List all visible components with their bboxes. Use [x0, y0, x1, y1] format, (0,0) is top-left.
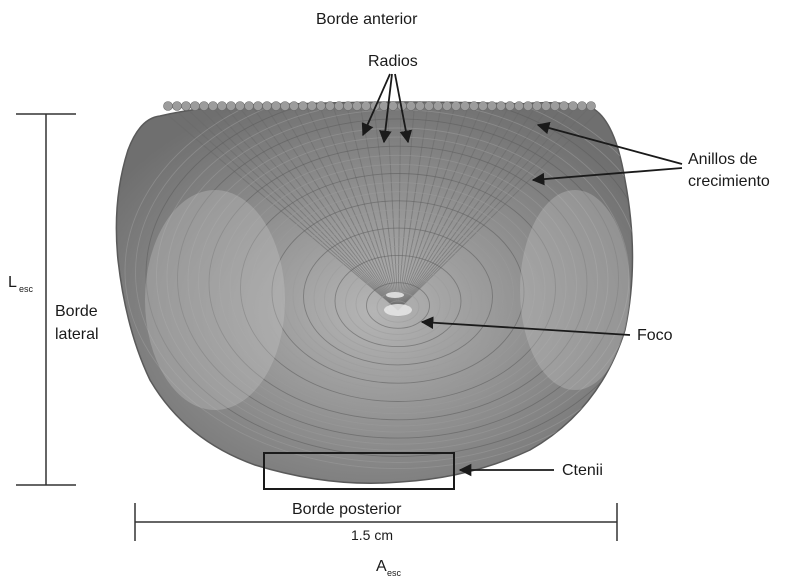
anterior-scallop — [587, 102, 596, 111]
anterior-scallop — [470, 102, 479, 111]
anterior-scallop — [299, 102, 308, 111]
scale-focus-spot — [384, 304, 412, 316]
anterior-scallop — [191, 102, 200, 111]
posterior-edge-label: Borde posterior — [292, 501, 402, 518]
ctenii-label: Ctenii — [562, 462, 603, 479]
focus-label: Foco — [637, 327, 673, 344]
growth-rings-label-line2: crecimiento — [688, 173, 770, 190]
anterior-scallop — [263, 102, 272, 111]
lateral-field — [145, 190, 285, 410]
anterior-scallop — [461, 102, 470, 111]
anterior-scallop — [281, 102, 290, 111]
width-symbol: A — [376, 558, 387, 575]
anterior-scallop — [497, 102, 506, 111]
anterior-scallop — [551, 102, 560, 111]
anterior-scallop — [452, 102, 461, 111]
anterior-scallop — [488, 102, 497, 111]
anterior-scallop — [578, 102, 587, 111]
growth-rings-label-line1: Anillos de — [688, 151, 757, 168]
anterior-scallop — [533, 102, 542, 111]
anterior-scallop — [218, 102, 227, 111]
anterior-scallop — [569, 102, 578, 111]
anterior-scallop — [344, 102, 353, 111]
lateral-edge-label-line1: Borde — [55, 303, 98, 320]
anterior-scallop — [236, 102, 245, 111]
length-bracket — [16, 114, 76, 485]
anterior-scallop — [182, 102, 191, 111]
anterior-scallop — [164, 102, 173, 111]
radii-label: Radios — [368, 53, 418, 70]
anterior-scallop — [227, 102, 236, 111]
lateral-edge-label-line2: lateral — [55, 326, 99, 343]
scale-focus-spot-upper — [386, 292, 404, 298]
length-symbol: L — [8, 274, 17, 291]
anterior-scallop — [416, 102, 425, 111]
anterior-scallop — [443, 102, 452, 111]
width-subscript: esc — [387, 568, 402, 578]
anterior-scallop — [353, 102, 362, 111]
anterior-scallop — [254, 102, 263, 111]
anterior-edge-label: Borde anterior — [316, 11, 418, 28]
anterior-scallop — [515, 102, 524, 111]
anterior-scallop — [335, 102, 344, 111]
anterior-scallop — [308, 102, 317, 111]
anterior-scallop — [173, 102, 182, 111]
anterior-scallop — [560, 102, 569, 111]
anterior-scallop — [200, 102, 209, 111]
anterior-scallop — [326, 102, 335, 111]
anterior-scallop — [506, 102, 515, 111]
anterior-scallop — [290, 102, 299, 111]
anterior-scallop — [524, 102, 533, 111]
fish-scale-image — [116, 73, 671, 483]
growth-rings-label: Anillos de crecimiento — [688, 151, 770, 190]
anterior-scallop — [209, 102, 218, 111]
anterior-scallop — [245, 102, 254, 111]
anterior-scallop — [425, 102, 434, 111]
anterior-scallop — [434, 102, 443, 111]
anterior-scallop — [272, 102, 281, 111]
anterior-scallop — [317, 102, 326, 111]
anterior-scallop — [407, 102, 416, 111]
scale-bar-label: 1.5 cm — [351, 527, 393, 543]
lateral-edge-label: Borde lateral — [55, 303, 102, 343]
anterior-scallop — [479, 102, 488, 111]
length-subscript: esc — [19, 284, 34, 294]
anterior-scallop — [389, 102, 398, 111]
anterior-scallop — [542, 102, 551, 111]
anterior-scallop — [362, 102, 371, 111]
